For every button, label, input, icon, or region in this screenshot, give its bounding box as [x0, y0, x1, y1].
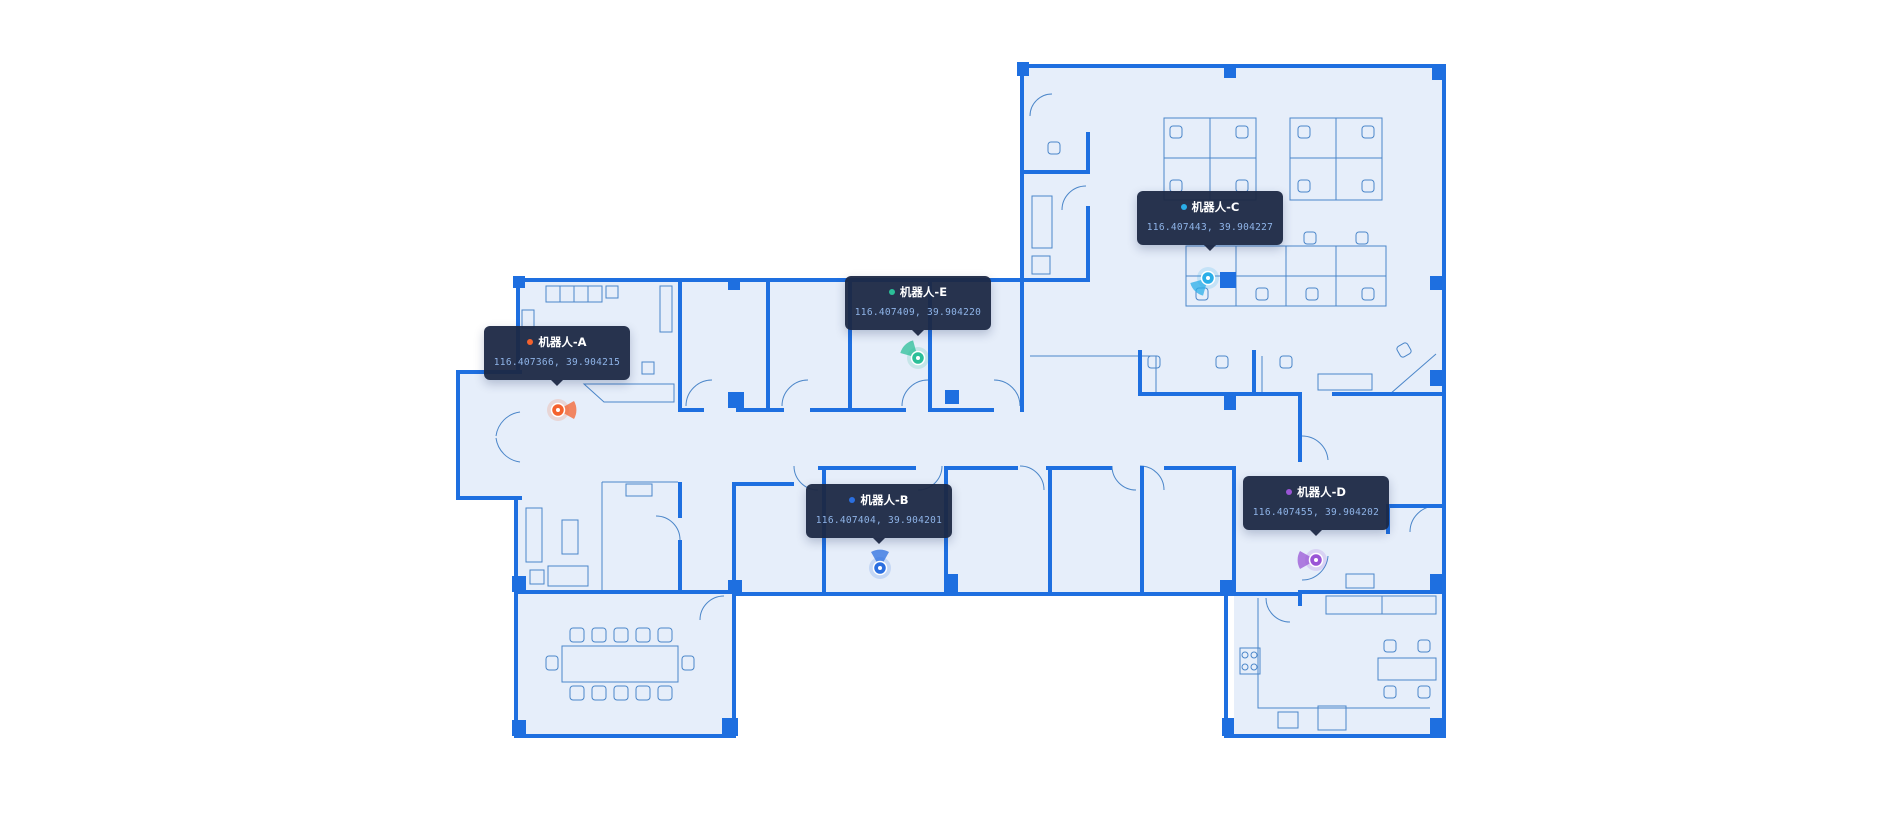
robot-e-tooltip[interactable]: 机器人-E 116.407409, 39.904220: [845, 276, 991, 336]
status-dot: [1286, 489, 1293, 495]
robot-camera-icon: [556, 408, 560, 412]
robot-b-coords: 116.407404, 39.904201: [815, 515, 943, 526]
robot-b-tooltip[interactable]: 机器人-B 116.407404, 39.904201: [806, 484, 952, 544]
robot-c-marker[interactable]: [1189, 267, 1219, 297]
robot-b-marker[interactable]: [869, 549, 891, 579]
furniture: [521, 117, 1437, 731]
robot-a-marker[interactable]: [547, 399, 577, 421]
columns: [512, 62, 1444, 736]
robot-a-label: 机器人-A: [538, 335, 587, 349]
robot-camera-icon: [916, 356, 920, 360]
status-dot: [849, 497, 856, 503]
robot-c-coords: 116.407443, 39.904227: [1146, 222, 1274, 233]
robot-e-label: 机器人-E: [899, 285, 948, 299]
robot-d-label: 机器人-D: [1297, 485, 1346, 499]
status-dot: [888, 289, 895, 295]
robot-a-tooltip[interactable]: 机器人-A 116.407366, 39.904215: [484, 326, 630, 386]
robot-d-coords: 116.407455, 39.904202: [1252, 507, 1380, 518]
robot-b-label: 机器人-B: [860, 493, 909, 507]
robot-camera-icon: [1314, 558, 1318, 562]
status-dot: [1180, 204, 1187, 210]
robot-c-label: 机器人-C: [1191, 200, 1240, 214]
robot-d-tooltip[interactable]: 机器人-D 116.407455, 39.904202: [1243, 476, 1389, 536]
robot-camera-icon: [878, 566, 882, 570]
robot-d-marker[interactable]: [1297, 549, 1327, 571]
robot-camera-icon: [1206, 276, 1210, 280]
status-dot: [527, 339, 534, 345]
robot-e-marker[interactable]: [899, 339, 929, 369]
robot-c-tooltip[interactable]: 机器人-C 116.407443, 39.904227: [1137, 191, 1283, 251]
robot-e-coords: 116.407409, 39.904220: [854, 307, 982, 318]
robot-a-coords: 116.407366, 39.904215: [493, 357, 621, 368]
doors: [495, 93, 1437, 623]
